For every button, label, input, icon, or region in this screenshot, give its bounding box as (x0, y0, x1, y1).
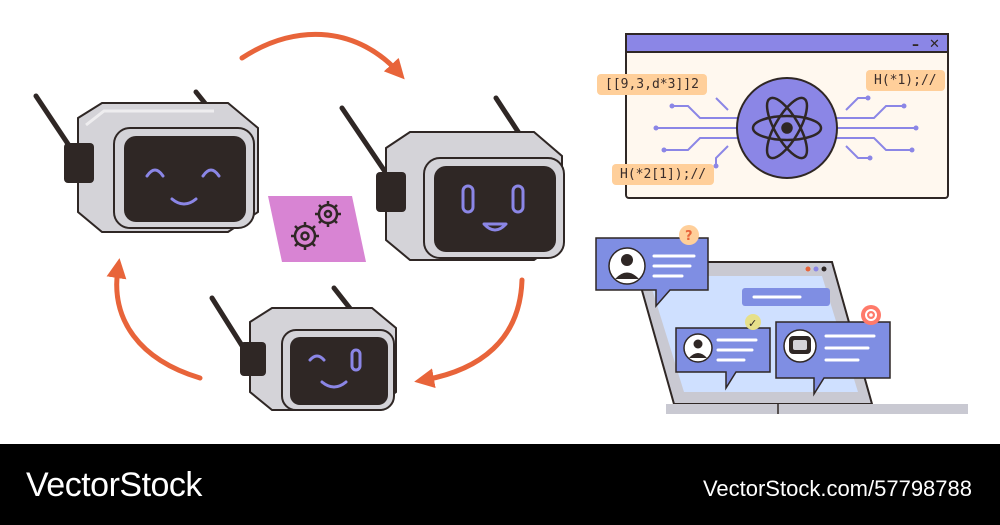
robot-winking (209, 285, 397, 411)
robot-smiling (339, 95, 565, 261)
check-badge-label: ✓ (748, 317, 757, 330)
cycle-arrow-right (414, 277, 525, 389)
code-snippet-1: [[9,3,d*3]]2 (597, 74, 707, 95)
robot-avatar-icon (789, 336, 811, 354)
window-minimize-icon[interactable]: – (912, 37, 919, 53)
window-title-bar (625, 33, 949, 53)
watermark-footer (0, 444, 1000, 525)
robot-happy (33, 89, 259, 233)
check-badge-icon: ✓ (745, 314, 761, 330)
question-badge-label: ? (685, 229, 693, 244)
illustration-canvas: – ✕ (33, 31, 968, 414)
code-snippet-2: H(*1);// (866, 70, 945, 91)
gears-card (268, 196, 366, 262)
chat-bubble-user (675, 327, 771, 391)
chat-bubble-large (595, 237, 709, 308)
gears-icon (291, 201, 341, 250)
user-avatar-icon (615, 254, 639, 279)
image-id-url: VectorStock.com/57798788 (702, 476, 972, 501)
atom-icon (751, 96, 823, 160)
window-close-icon[interactable]: ✕ (929, 37, 940, 52)
question-badge-icon: ? (679, 225, 699, 245)
code-snippet-3: H(*2[1]);// (612, 164, 715, 185)
user-avatar-icon (689, 339, 707, 358)
circuit-lines (656, 97, 916, 166)
cycle-arrow-top (239, 31, 405, 80)
cycle-arrow-left (106, 258, 203, 381)
cycle-arrows (106, 31, 525, 389)
brand-logo-text: VectorStock (26, 466, 202, 504)
chat-bubble-robot (775, 321, 891, 397)
gear-icon (861, 305, 881, 325)
